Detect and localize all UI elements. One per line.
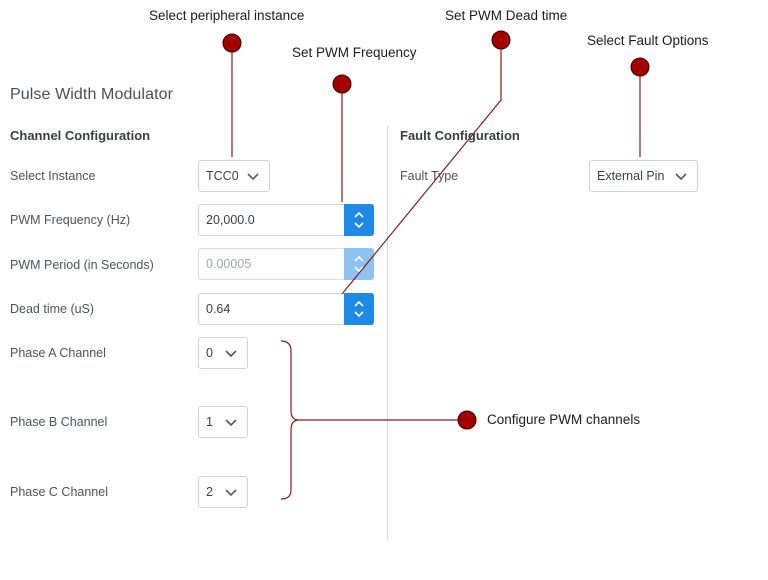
chevron-down-icon <box>225 350 237 358</box>
phase-b-channel-label: Phase B Channel <box>10 415 108 429</box>
dead-time-label: Dead time (uS) <box>10 302 95 316</box>
chevron-down-icon <box>675 173 687 181</box>
circle-marker-icon <box>491 30 511 50</box>
phase-b-channel-select[interactable]: 1 <box>198 406 248 438</box>
chevron-down-icon <box>354 266 364 273</box>
circle-marker-icon <box>457 410 477 430</box>
instance-select-value: TCC0 <box>206 169 239 183</box>
chevron-up-icon[interactable] <box>353 210 365 220</box>
phase-c-channel-label: Phase C Channel <box>10 485 108 499</box>
select-instance-label: Select Instance <box>10 169 96 183</box>
circle-marker-icon <box>222 33 242 53</box>
column-divider <box>387 126 388 540</box>
chevron-down-icon <box>225 489 237 497</box>
pwm-frequency-spinner[interactable] <box>344 204 374 236</box>
callout-dead-time-text: Set PWM Dead time <box>445 8 568 23</box>
phase-b-channel-value: 1 <box>206 415 213 429</box>
phase-a-channel-select[interactable]: 0 <box>198 337 248 369</box>
callout-channels-text: Configure PWM channels <box>487 412 641 427</box>
callout-frequency-text: Set PWM Frequency <box>292 45 417 60</box>
dead-time-value: 0.64 <box>206 302 231 316</box>
fault-type-value: External Pin <box>597 169 665 183</box>
phase-c-channel-select[interactable]: 2 <box>198 476 248 508</box>
channel-configuration-heading: Channel Configuration <box>10 128 151 143</box>
fault-type-label: Fault Type <box>400 169 459 183</box>
pwm-frequency-value: 20,000.0 <box>206 213 255 227</box>
instance-select[interactable]: TCC0 <box>198 160 270 192</box>
pwm-frequency-input[interactable]: 20,000.0 <box>198 204 374 236</box>
page-title: Pulse Width Modulator <box>10 86 174 103</box>
dead-time-spinner[interactable] <box>344 293 374 325</box>
chevron-down-icon <box>247 173 259 181</box>
pwm-period-value: 0.00005 <box>206 257 252 271</box>
circle-marker-icon <box>332 74 352 94</box>
phase-a-channel-label: Phase A Channel <box>10 346 106 360</box>
callout-fault-text: Select Fault Options <box>587 33 709 48</box>
pwm-period-label: PWM Period (in Seconds) <box>10 258 154 272</box>
pwm-frequency-label: PWM Frequency (Hz) <box>10 213 131 227</box>
chevron-up-icon[interactable] <box>353 299 365 309</box>
fault-type-select[interactable]: External Pin <box>589 160 698 192</box>
pwm-period-input: 0.00005 <box>198 248 374 280</box>
phase-c-channel-value: 2 <box>206 485 213 499</box>
pwm-period-spinner <box>344 248 374 280</box>
chevron-up-icon <box>354 255 364 262</box>
callout-instance-text: Select peripheral instance <box>149 8 305 23</box>
dead-time-input[interactable]: 0.64 <box>198 293 374 325</box>
chevron-down-icon <box>225 419 237 427</box>
channels-bracket <box>280 340 300 500</box>
fault-configuration-heading: Fault Configuration <box>400 128 520 143</box>
chevron-down-icon[interactable] <box>353 309 365 319</box>
chevron-down-icon[interactable] <box>353 220 365 230</box>
phase-a-channel-value: 0 <box>206 346 213 360</box>
circle-marker-icon <box>630 57 650 77</box>
